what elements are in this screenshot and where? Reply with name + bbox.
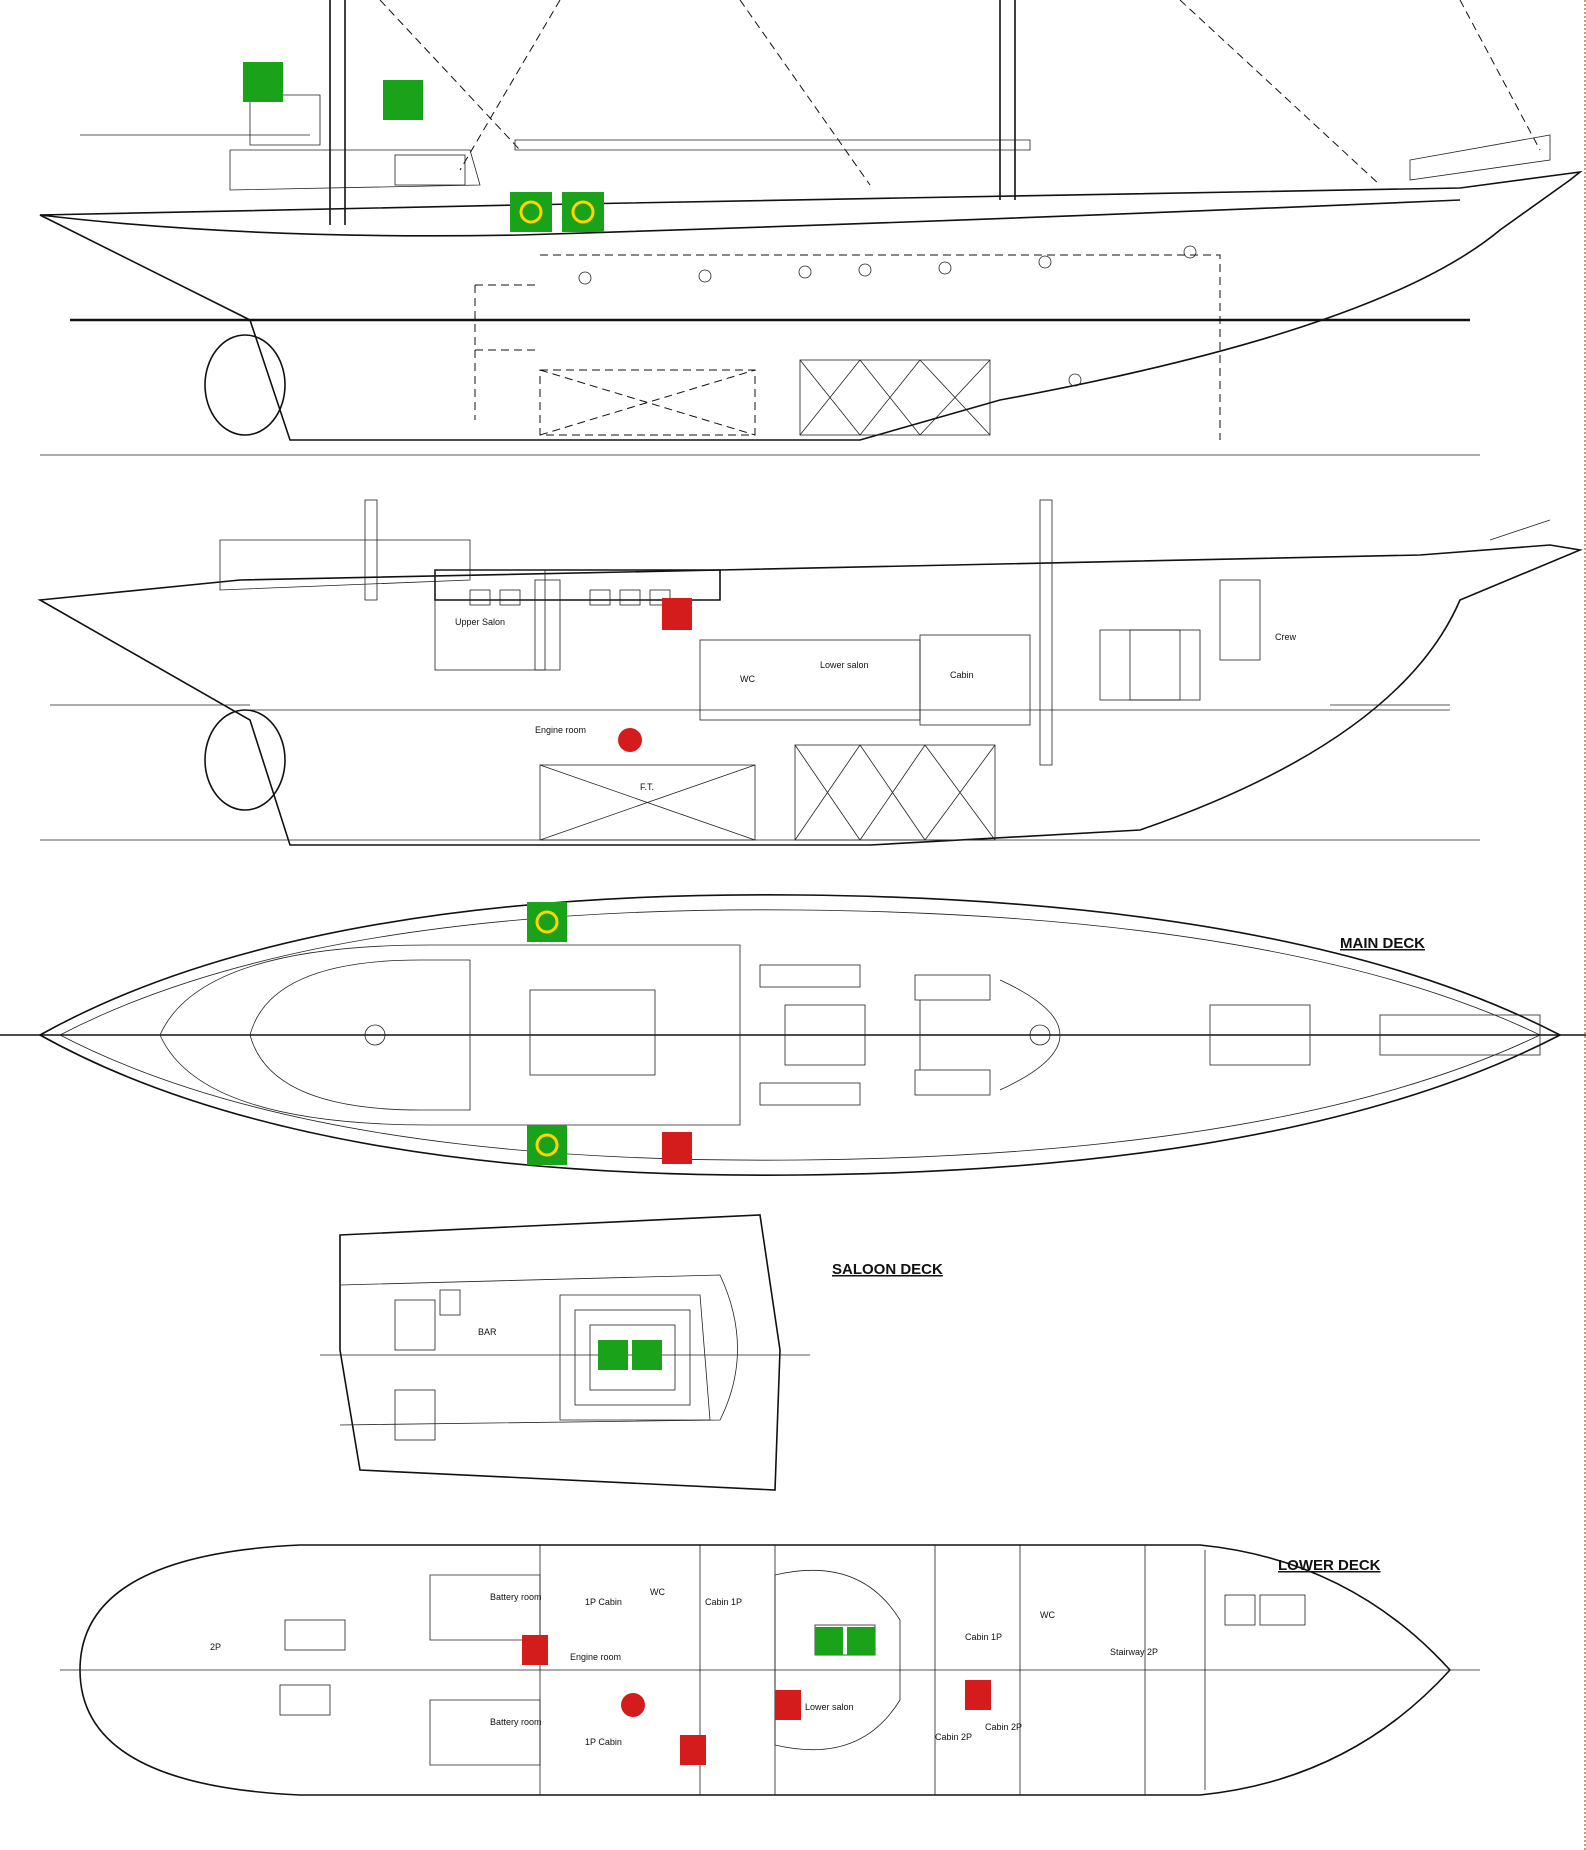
lifebuoy-icon	[527, 1125, 567, 1165]
cabin-1p-label-c: 1P Cabin	[585, 1737, 622, 1747]
fire-extinguisher-icon	[662, 598, 692, 630]
fire-hose-icon	[621, 1693, 645, 1717]
lifebuoy-icon	[527, 902, 567, 942]
cabin-1p-label-d: Cabin 1P	[965, 1632, 1002, 1642]
bar-label: BAR	[478, 1327, 497, 1337]
liferaft-icon	[383, 80, 423, 120]
engine-room-label: Engine room	[535, 725, 586, 735]
main-deck-plan: MAIN DECK	[0, 894, 1586, 1176]
battery-room-label-2: Battery room	[490, 1717, 542, 1727]
fire-extinguisher-icon	[522, 1635, 548, 1665]
lifebuoy-icon	[562, 192, 604, 232]
cabin-1p-label-a: 1P Cabin	[585, 1597, 622, 1607]
lower-salon-label: Lower salon	[820, 660, 869, 670]
stairway-label: Stairway 2P	[1110, 1647, 1158, 1657]
life-jacket-icon	[847, 1627, 875, 1655]
life-jacket-icon	[632, 1340, 662, 1370]
page-border	[1582, 0, 1586, 1850]
crew-label: Crew	[1275, 632, 1297, 642]
lower-salon-plan-label: Lower salon	[805, 1702, 854, 1712]
lower-deck-plan: Battery room Battery room 1P Cabin Cabin…	[60, 1544, 1480, 1796]
fire-extinguisher-icon	[965, 1680, 991, 1710]
assembly-point-icon	[243, 62, 283, 102]
saloon-deck-plan: BAR SALOON DECK	[320, 1214, 943, 1491]
main-deck-title: MAIN DECK	[1340, 935, 1425, 952]
cabin-label: Cabin	[950, 670, 974, 680]
fire-hose-icon	[618, 728, 642, 752]
fire-extinguisher-icon	[680, 1735, 706, 1765]
cabin-1p-label-b: Cabin 1P	[705, 1597, 742, 1607]
lower-deck-title: LOWER DECK	[1278, 1557, 1381, 1574]
lower-engine-room-label: Engine room	[570, 1652, 621, 1662]
wc-label: WC	[740, 674, 755, 684]
exterior-profile	[39, 0, 1583, 456]
safety-markers	[243, 62, 991, 1765]
saloon-deck-title: SALOON DECK	[832, 1261, 943, 1278]
wc-label-2: WC	[1040, 1610, 1055, 1620]
fire-extinguisher-icon	[775, 1690, 801, 1720]
fwd-2p-label: 2P	[210, 1642, 221, 1652]
life-jacket-icon	[815, 1627, 843, 1655]
fuel-tank-label: F.T.	[640, 782, 654, 792]
wc-label-1: WC	[650, 1587, 665, 1597]
life-jacket-icon	[598, 1340, 628, 1370]
cabin-2p-label-a: Cabin 2P	[935, 1732, 972, 1742]
lifebuoy-icon	[510, 192, 552, 232]
interior-profile: Upper Salon Engine room Lower salon Cabi…	[37, 499, 1583, 846]
battery-room-label-1: Battery room	[490, 1592, 542, 1602]
upper-salon-label: Upper Salon	[455, 617, 505, 627]
fire-extinguisher-icon	[662, 1132, 692, 1164]
cabin-2p-label-b: Cabin 2P	[985, 1722, 1022, 1732]
